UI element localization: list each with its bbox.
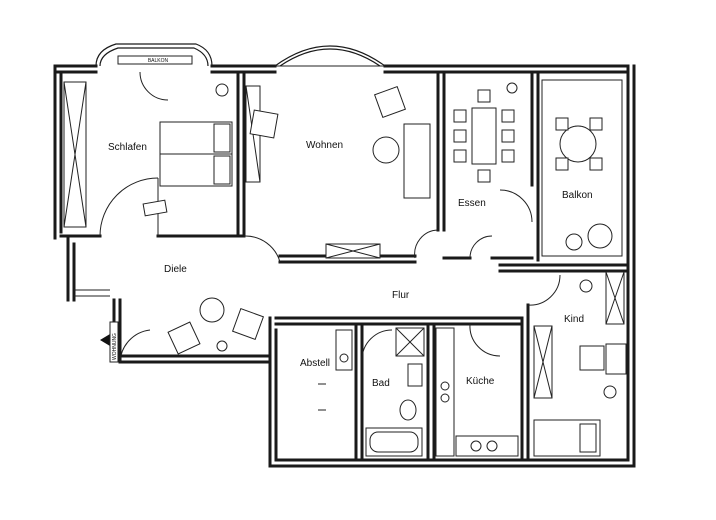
diele-furniture: WOHNUNG <box>74 289 265 363</box>
kind-furniture <box>533 271 627 457</box>
wohnung-label: WOHNUNG <box>112 333 118 360</box>
wohnen-furniture <box>245 85 431 259</box>
top-balcony: BALKON <box>95 43 213 67</box>
interior-walls <box>59 70 630 462</box>
room-label-kueche: Küche <box>466 376 495 387</box>
schlafen-furniture <box>63 81 233 228</box>
room-label-diele: Diele <box>164 264 187 275</box>
door-swings <box>99 71 561 363</box>
room-label-essen: Essen <box>458 198 486 209</box>
kueche-furniture <box>435 327 519 457</box>
room-labels: Schlafen Wohnen Essen Balkon Diele Flur … <box>108 140 593 389</box>
room-label-bad: Bad <box>372 378 390 389</box>
bad-furniture <box>365 327 425 457</box>
wohnen-bay-window <box>274 45 386 67</box>
essen-furniture <box>453 82 518 183</box>
room-label-balkon: Balkon <box>562 190 593 201</box>
room-label-abstell: Abstell <box>300 358 330 369</box>
abstell-furniture <box>318 329 353 411</box>
balkon-top-label: BALKON <box>148 58 169 64</box>
balkon-right-furniture <box>541 79 623 257</box>
room-label-schlafen: Schlafen <box>108 142 147 153</box>
room-label-wohnen: Wohnen <box>306 140 343 151</box>
room-label-flur: Flur <box>392 290 410 301</box>
room-label-kind: Kind <box>564 314 584 325</box>
outer-walls <box>53 64 636 468</box>
